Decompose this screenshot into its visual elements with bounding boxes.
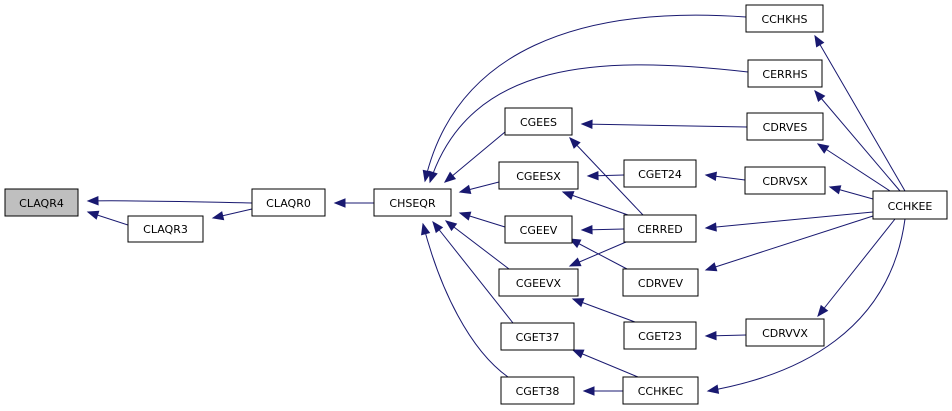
- edge-cchkee-to-cchkhs: [814, 35, 906, 192]
- node-label: CDRVVX: [762, 327, 808, 340]
- arrowhead-cdrvvx: [817, 304, 829, 318]
- arrowhead-cgees: [580, 119, 593, 129]
- arrowhead-cgees: [569, 137, 581, 149]
- edge-claqr0-to-claqr4: [87, 200, 253, 204]
- arrowhead-chseqr: [444, 220, 458, 232]
- arrowhead-cgeesx: [561, 191, 575, 200]
- arrowhead-cdrvev: [704, 262, 718, 272]
- arrowhead-claqr0: [333, 198, 346, 208]
- edge-cchkee-to-cerrhs: [814, 90, 901, 192]
- edge-cchkee-to-cdrvev: [705, 215, 874, 271]
- edge-cchkee-to-cdrvvx: [817, 218, 896, 317]
- arrowhead-cget37: [571, 349, 585, 359]
- node-claqr3[interactable]: CLAQR3: [127, 215, 204, 243]
- edge-cchkee-to-cchkec: [707, 218, 906, 392]
- arrowhead-chseqr: [458, 184, 472, 194]
- node-label: CDRVES: [763, 121, 808, 134]
- edge-cchkee-to-cdrves: [817, 143, 891, 192]
- node-label: CERRED: [637, 223, 682, 236]
- arrowhead-cget38: [582, 386, 595, 396]
- node-cdrvsx[interactable]: CDRVSX: [744, 166, 826, 195]
- arrowhead-chseqr: [421, 222, 431, 236]
- node-cget23[interactable]: CGET23: [623, 321, 697, 350]
- arrowhead-cerrhs: [814, 89, 826, 103]
- node-cdrvev[interactable]: CDRVEV: [622, 268, 699, 297]
- arrowhead-cget23: [704, 331, 717, 341]
- node-cchkec[interactable]: CCHKEC: [622, 376, 699, 405]
- edge-cget23-to-cgeevx: [572, 298, 636, 323]
- node-label: CGEEVX: [516, 277, 562, 290]
- node-label: CGET38: [516, 385, 560, 398]
- node-cgeesx[interactable]: CGEESX: [498, 161, 579, 190]
- arrowhead-cdrvsx: [828, 185, 842, 195]
- edge-cerred-to-cgees: [569, 137, 644, 216]
- arrowhead-chseqr: [443, 171, 457, 183]
- arrowhead-cgeesx: [586, 170, 599, 181]
- arrowhead-claqr4: [86, 210, 100, 220]
- node-chseqr[interactable]: CHSEQR: [373, 188, 452, 217]
- node-label: CLAQR3: [143, 223, 188, 236]
- node-label: CGET23: [638, 330, 682, 343]
- edge-cchkhs-to-chseqr: [424, 14, 747, 182]
- arrowhead-cchkec: [706, 384, 720, 394]
- node-label: CCHKEE: [888, 200, 933, 213]
- node-label: CGET37: [516, 331, 560, 344]
- node-cgeevx[interactable]: CGEEVX: [498, 268, 579, 297]
- arrowhead-cchkhs: [814, 34, 825, 48]
- node-cchkhs[interactable]: CCHKHS: [745, 4, 824, 33]
- node-cget24[interactable]: CGET24: [623, 159, 697, 188]
- edge-cgeevx-to-chseqr: [445, 220, 510, 270]
- arrowhead-cgeevx: [571, 298, 585, 308]
- edge-cget38-to-chseqr: [422, 223, 509, 378]
- node-cgees[interactable]: CGEES: [504, 107, 573, 136]
- edge-cdrves-to-cgees: [581, 123, 748, 128]
- node-label: CGEEV: [520, 224, 558, 237]
- node-label: CDRVEV: [638, 277, 684, 290]
- arrowhead-chseqr: [428, 170, 438, 184]
- node-label: CCHKEC: [638, 385, 684, 398]
- node-layer: CLAQR4 CLAQR3 CLAQR0 CHSEQR CGEES CGEESX…: [4, 4, 948, 405]
- node-label: CLAQR4: [19, 197, 64, 210]
- node-label: CGET24: [638, 168, 682, 181]
- arrowhead-cget24: [704, 171, 717, 181]
- node-cdrves[interactable]: CDRVES: [746, 112, 824, 141]
- arrowhead-cgeev: [580, 225, 593, 235]
- edge-cget37-to-chseqr: [432, 221, 514, 324]
- node-cgeev[interactable]: CGEEV: [504, 215, 573, 244]
- node-label: CDRVSX: [762, 175, 808, 188]
- arrowhead-chseqr: [432, 220, 444, 234]
- node-label: CGEES: [520, 116, 557, 129]
- node-cget37[interactable]: CGET37: [500, 322, 575, 351]
- edge-cgees-to-chseqr: [444, 131, 506, 183]
- arrowhead-claqr3: [211, 211, 225, 221]
- node-claqr0[interactable]: CLAQR0: [251, 188, 326, 217]
- node-cget38[interactable]: CGET38: [500, 376, 575, 405]
- node-cdrvvx[interactable]: CDRVVX: [745, 318, 825, 347]
- edge-cerrhs-to-chseqr: [429, 64, 749, 183]
- node-label: CCHKHS: [761, 13, 807, 26]
- arrowhead-cgeevx: [568, 257, 582, 267]
- node-label: CERRHS: [762, 68, 807, 81]
- node-cchkee[interactable]: CCHKEE: [872, 190, 948, 220]
- edge-cchkec-to-cget37: [572, 349, 639, 378]
- node-label: CLAQR0: [266, 197, 311, 210]
- node-cerrhs[interactable]: CERRHS: [747, 59, 823, 88]
- node-claqr4[interactable]: CLAQR4: [4, 188, 79, 217]
- arrowhead-cdrves: [816, 143, 830, 154]
- node-label: CGEESX: [516, 170, 561, 183]
- edge-cerred-to-cgeesx: [562, 191, 629, 216]
- node-label: CHSEQR: [389, 197, 436, 210]
- arrowhead-claqr4: [86, 196, 99, 206]
- edge-layer: [86, 14, 906, 396]
- arrowhead-chseqr: [458, 211, 472, 221]
- edge-cchkee-to-cerred: [705, 211, 874, 229]
- arrowhead-cerred: [704, 222, 717, 232]
- arrowhead-cgeev: [568, 238, 582, 249]
- node-cerred[interactable]: CERRED: [623, 214, 697, 243]
